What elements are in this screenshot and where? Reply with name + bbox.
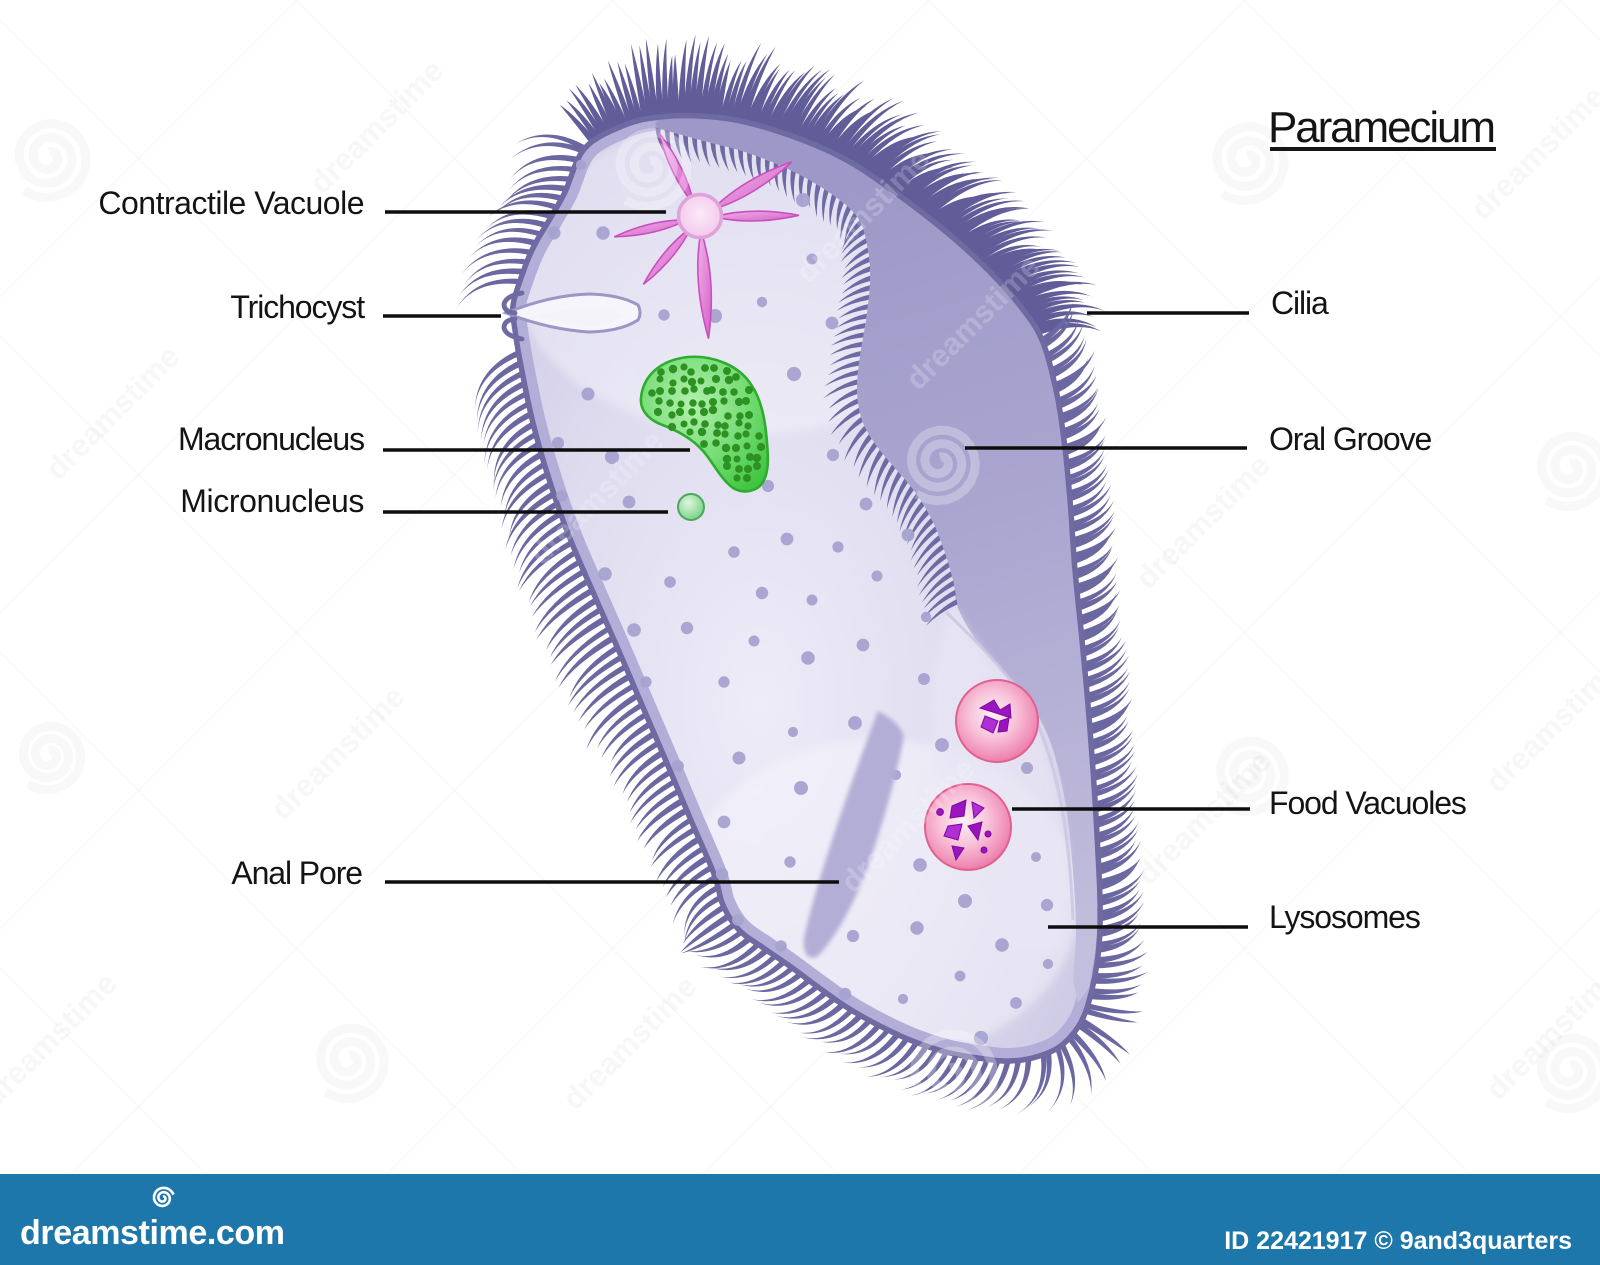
- svg-text:Contractile Vacuole: Contractile Vacuole: [98, 185, 364, 221]
- svg-text:Paramecium: Paramecium: [1268, 103, 1494, 152]
- svg-text:Food Vacuoles: Food Vacuoles: [1269, 785, 1466, 821]
- svg-text:Anal Pore: Anal Pore: [231, 855, 362, 891]
- svg-text:Micronucleus: Micronucleus: [180, 483, 364, 519]
- svg-text:Macronucleus: Macronucleus: [178, 421, 364, 457]
- svg-text:Trichocyst: Trichocyst: [230, 289, 365, 325]
- svg-text:Cilia: Cilia: [1271, 285, 1329, 321]
- svg-text:ID 22421917 © 9and3quarters: ID 22421917 © 9and3quarters: [1224, 1227, 1572, 1255]
- svg-text:dreamstime.com: dreamstime.com: [20, 1214, 285, 1252]
- svg-text:Oral Groove: Oral Groove: [1269, 421, 1431, 457]
- svg-text:Lysosomes: Lysosomes: [1269, 899, 1420, 935]
